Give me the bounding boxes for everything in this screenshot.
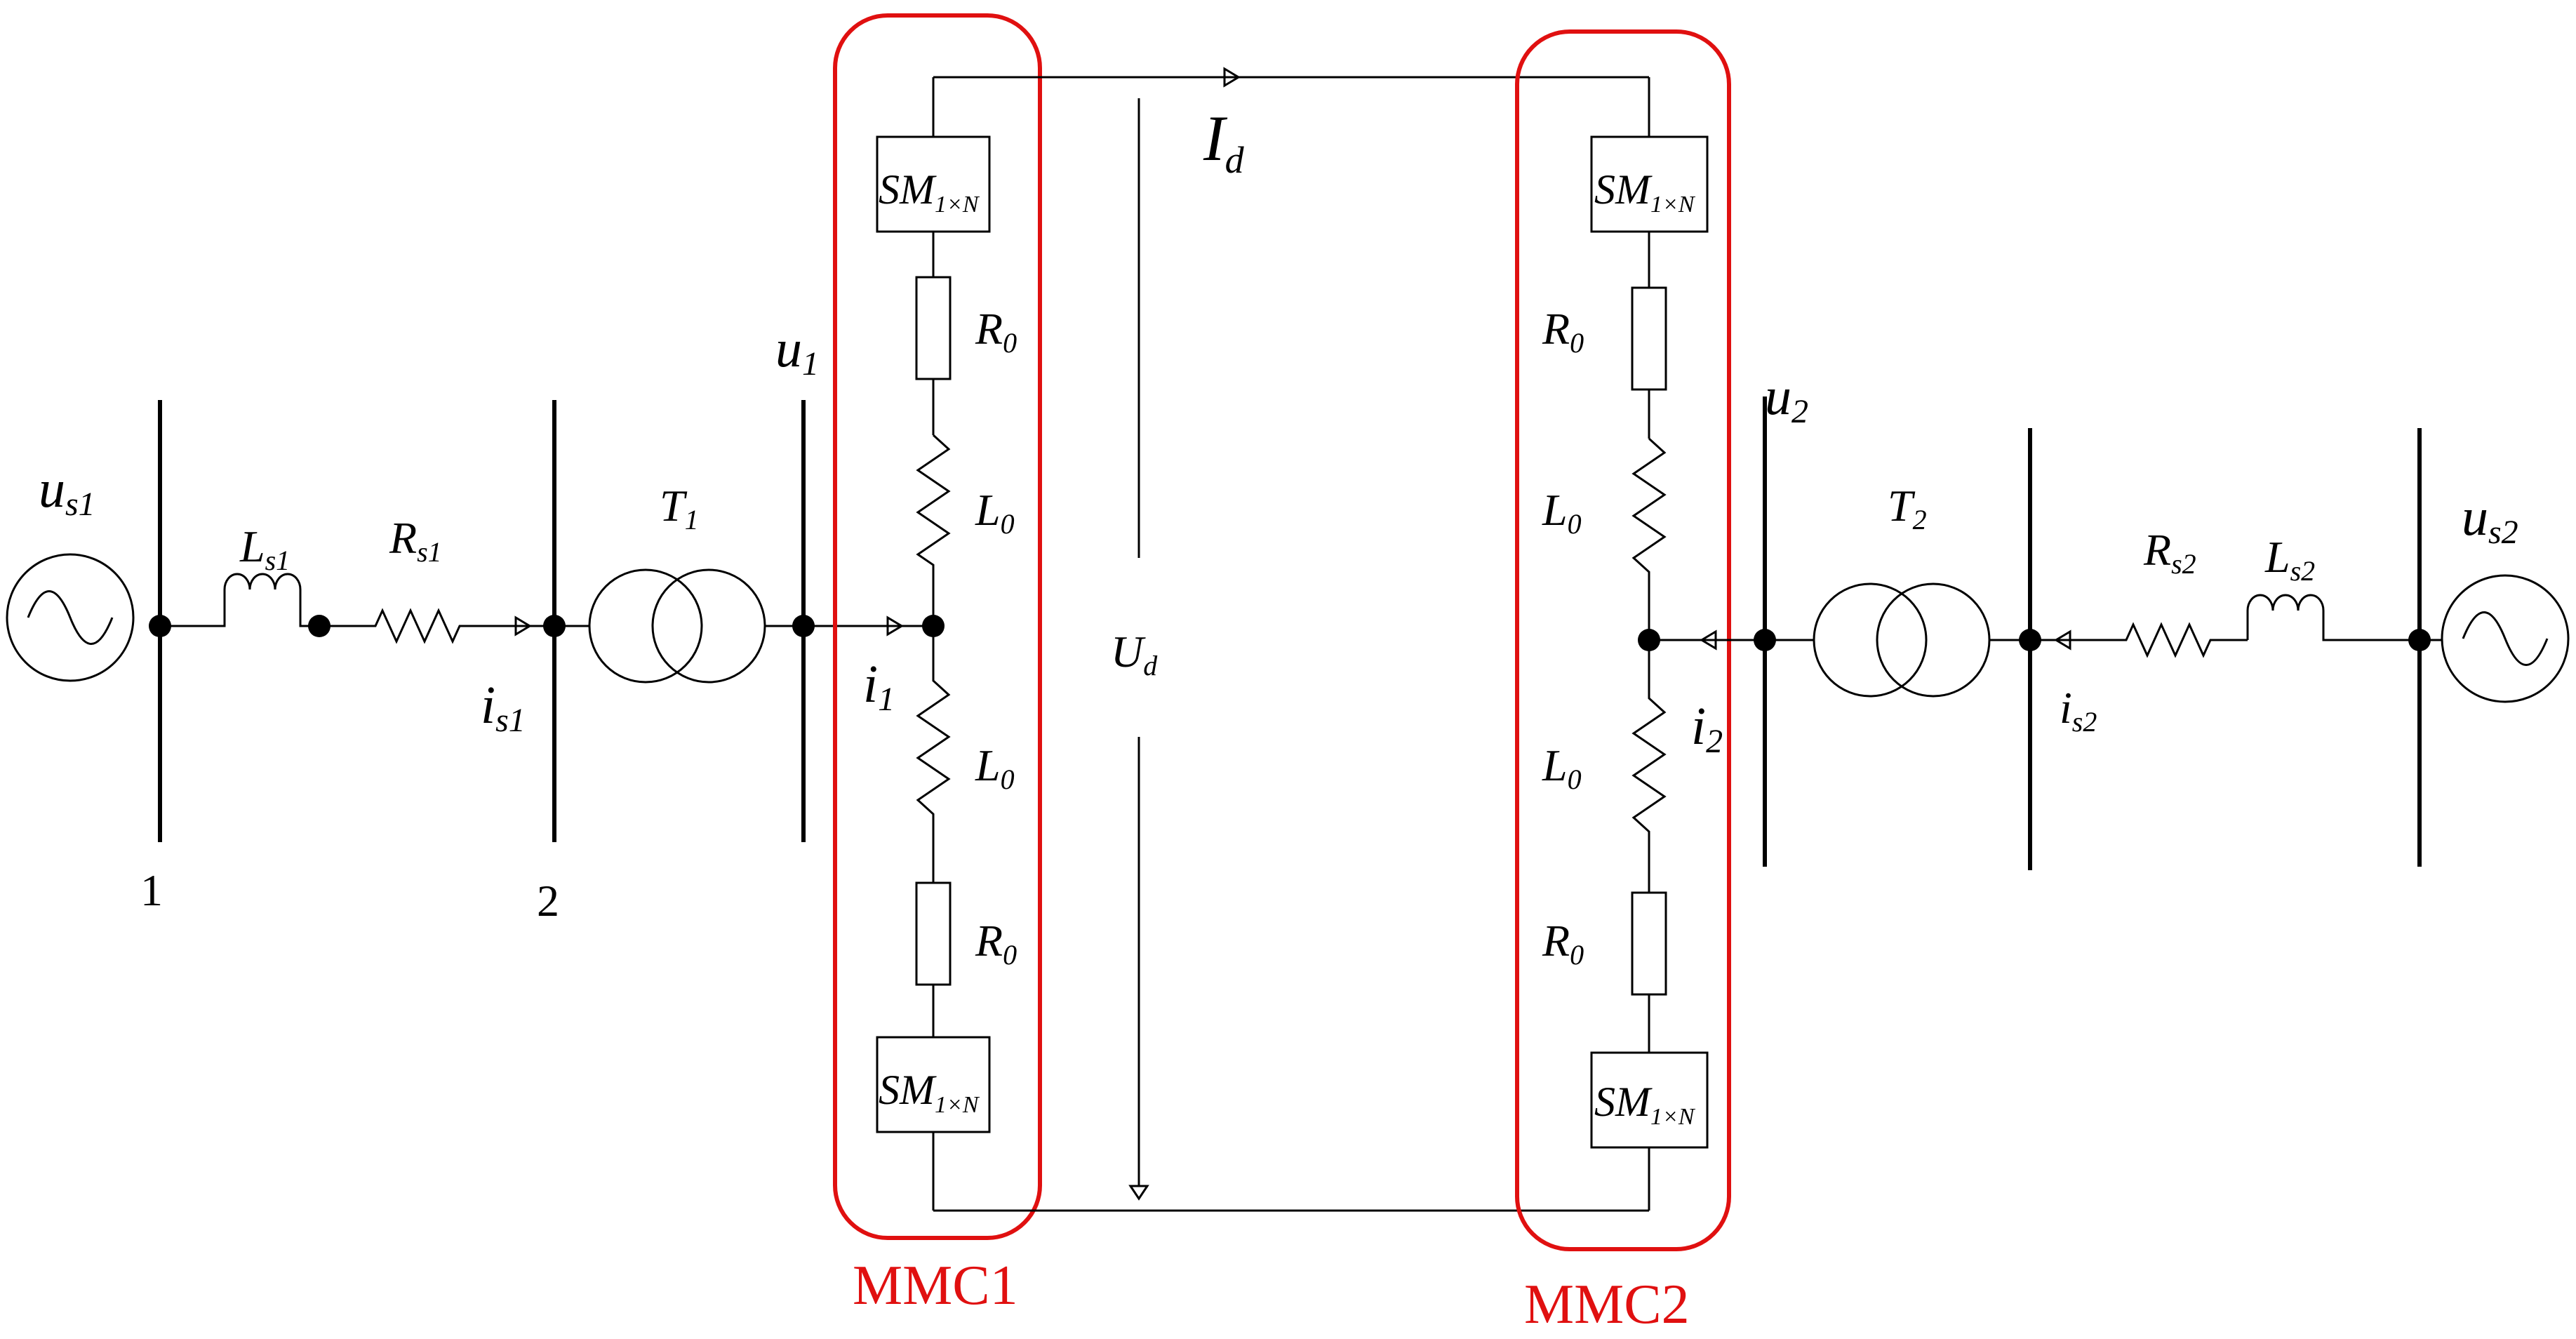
label-r0-mmc1-lower: R0	[975, 916, 1017, 971]
label-sm-mmc2-bottom: SM1×N	[1594, 1079, 1696, 1130]
label-l0-mmc2-lower: L0	[1542, 740, 1582, 795]
resistor-rs2	[2030, 622, 2248, 658]
arrow-i2	[1700, 629, 1717, 651]
label-us2: us2	[2462, 488, 2518, 551]
label-ls1: Ls1	[239, 521, 290, 576]
mmc1-boundary	[833, 13, 1042, 1240]
label-sm-mmc1-bottom: SM1×N	[879, 1067, 980, 1118]
arrow-is1	[514, 615, 532, 637]
mmc2-converter	[1590, 77, 1709, 1211]
caption-mmc2: MMC2	[1524, 1274, 1690, 1335]
label-l0-mmc2-upper: L0	[1542, 485, 1582, 540]
ac-source-2	[2420, 574, 2570, 703]
inductor-ls1	[160, 573, 319, 627]
transformer-t2	[1765, 582, 2030, 698]
caption-mmc1: MMC1	[853, 1255, 1018, 1317]
label-i1: i1	[863, 655, 895, 718]
label-l0-mmc1-upper: L0	[975, 485, 1015, 540]
label-bus-2: 2	[537, 876, 559, 926]
label-us1: us1	[39, 460, 95, 523]
label-is2: is2	[2060, 683, 2097, 738]
transformer-t1	[554, 568, 803, 684]
label-t2: T2	[1888, 481, 1927, 535]
arrow-i1	[886, 615, 904, 637]
label-ud: Ud	[1111, 627, 1158, 681]
label-t1: T1	[660, 481, 699, 535]
resistor-rs1	[319, 608, 554, 644]
inductor-ls2	[2246, 594, 2420, 641]
label-sm-mmc2-top: SM1×N	[1594, 166, 1696, 218]
label-u2: u2	[1765, 367, 1808, 430]
label-r0-mmc2-lower: R0	[1542, 916, 1584, 971]
label-r0-mmc1-upper: R0	[975, 304, 1017, 359]
label-is1: is1	[481, 676, 526, 739]
label-u1: u1	[775, 319, 819, 382]
label-sm-mmc1-top: SM1×N	[879, 166, 980, 218]
label-rs2: Rs2	[2143, 525, 2196, 580]
mmc1-converter	[876, 77, 991, 1211]
arrow-id	[1223, 67, 1241, 88]
arrow-is2	[2054, 629, 2071, 651]
label-id: Id	[1203, 102, 1245, 181]
label-i2: i2	[1691, 697, 1723, 760]
label-r0-mmc2-upper: R0	[1542, 304, 1584, 359]
label-l0-mmc1-lower: L0	[975, 740, 1015, 795]
label-rs1: Rs1	[389, 513, 442, 568]
label-ls2: Ls2	[2264, 532, 2315, 587]
label-bus-1: 1	[140, 865, 163, 915]
arrow-ud	[1128, 1185, 1149, 1201]
ac-source-1	[6, 553, 135, 682]
